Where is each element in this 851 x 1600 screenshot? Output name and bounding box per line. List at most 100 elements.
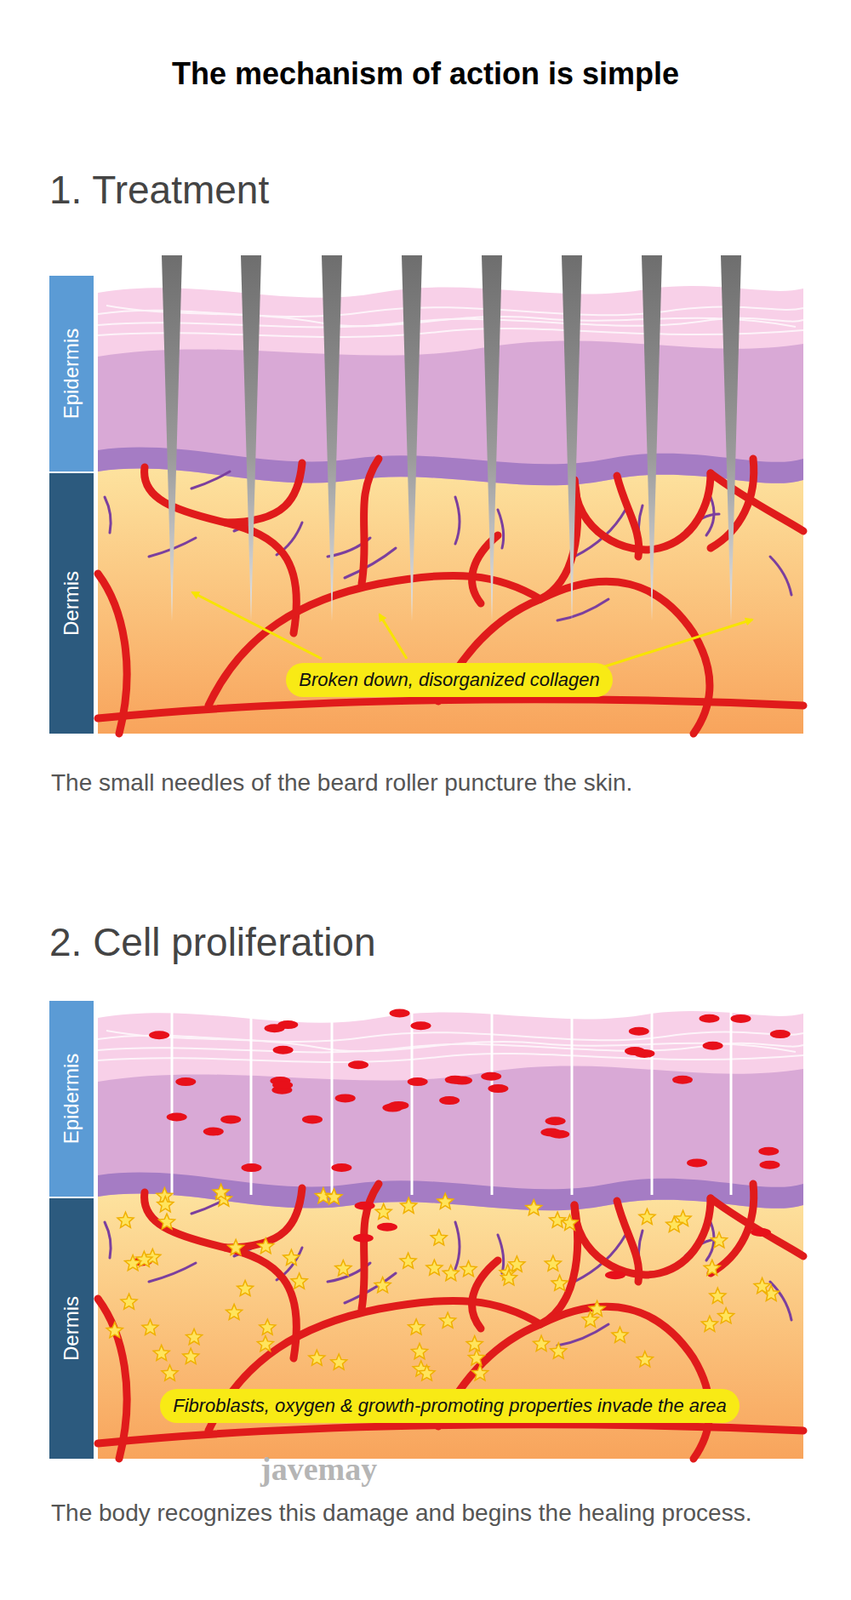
star <box>308 1349 326 1366</box>
layer-band: Dermis <box>49 1198 94 1459</box>
star <box>212 1183 229 1200</box>
star <box>411 1343 429 1360</box>
blood-cell <box>264 1023 286 1033</box>
blood-cell <box>445 1075 466 1085</box>
blood-cell <box>331 1163 352 1172</box>
star <box>257 1336 274 1352</box>
star <box>399 1252 417 1268</box>
star <box>442 1265 459 1281</box>
star <box>666 1216 683 1232</box>
blood-cell <box>545 1116 566 1126</box>
star <box>375 1203 392 1219</box>
blood-cell <box>382 1103 403 1113</box>
blood-cell <box>759 1160 781 1170</box>
blood-cell <box>335 1093 356 1103</box>
star <box>374 1277 391 1293</box>
star <box>439 1312 457 1328</box>
blood-cell <box>376 1222 398 1232</box>
star <box>709 1287 726 1303</box>
star <box>331 1353 348 1370</box>
star <box>283 1249 300 1265</box>
star <box>588 1300 606 1316</box>
star <box>703 1259 720 1275</box>
star <box>701 1315 718 1331</box>
blood-cell <box>353 1233 374 1243</box>
blood-cell <box>758 1147 779 1156</box>
star <box>106 1322 123 1338</box>
star <box>161 1365 178 1381</box>
star <box>408 1319 425 1335</box>
star <box>153 1344 170 1360</box>
node-text: Broken down, disorganized collagen <box>298 668 600 692</box>
section-heading: 2. Cell proliferation <box>49 919 377 966</box>
star <box>325 1188 343 1205</box>
star <box>468 1349 485 1366</box>
star <box>718 1307 735 1324</box>
node-text: Epidermis <box>59 1053 84 1145</box>
blood-cell <box>628 1027 650 1036</box>
star <box>226 1303 243 1320</box>
star <box>549 1211 566 1228</box>
star <box>501 1269 518 1286</box>
blood-cell <box>273 1045 294 1055</box>
star <box>636 1351 653 1367</box>
star <box>237 1280 254 1297</box>
blood-cell <box>731 1014 752 1023</box>
star <box>472 1365 489 1381</box>
layer-band: Dermis <box>49 473 94 734</box>
blood-cells <box>131 1009 791 1280</box>
blood-cell <box>439 1096 460 1105</box>
star <box>157 1196 174 1212</box>
blood-cell <box>672 1075 693 1085</box>
star <box>182 1347 200 1364</box>
blood-cell <box>220 1114 241 1124</box>
star <box>466 1336 483 1352</box>
star <box>508 1256 526 1272</box>
caption-text: The small needles of the beard roller pu… <box>51 769 817 797</box>
node-text: Dermis <box>59 1296 84 1361</box>
star <box>611 1326 629 1343</box>
blood-cell <box>272 1080 293 1090</box>
star <box>551 1274 568 1291</box>
star <box>639 1208 656 1224</box>
star <box>228 1239 245 1255</box>
star <box>426 1259 443 1275</box>
star <box>136 1250 153 1267</box>
node-text: Dermis <box>59 571 84 636</box>
blood-cell <box>686 1158 708 1167</box>
star <box>259 1319 276 1335</box>
star <box>120 1293 138 1309</box>
star <box>525 1199 543 1216</box>
blood-cell <box>166 1113 188 1122</box>
star <box>460 1261 477 1277</box>
star <box>159 1213 176 1229</box>
blood-cell <box>480 1072 502 1081</box>
watermark: javemay <box>260 1450 377 1488</box>
node-text: Epidermis <box>59 328 84 420</box>
blood-cell <box>203 1127 224 1137</box>
section-heading: 1. Treatment <box>49 166 269 213</box>
star <box>418 1365 435 1381</box>
callout-pill: Fibroblasts, oxygen & growth-promoting p… <box>159 1388 740 1423</box>
caption-text: The body recognizes this damage and begi… <box>51 1496 809 1531</box>
star <box>186 1329 203 1345</box>
blood-cell <box>702 1041 724 1051</box>
blood-cell <box>540 1128 561 1137</box>
blood-cell <box>354 1201 376 1211</box>
star <box>561 1214 578 1230</box>
star <box>291 1273 308 1289</box>
node-text: Fibroblasts, oxygen & growth-promoting p… <box>172 1394 727 1417</box>
blood-cell <box>624 1046 646 1056</box>
blood-cell <box>699 1014 720 1023</box>
blood-cell <box>770 1029 791 1039</box>
star <box>430 1229 447 1246</box>
blood-cell <box>411 1021 432 1030</box>
blood-cell <box>750 1227 772 1237</box>
needles <box>161 255 742 622</box>
callout-pill: Broken down, disorganized collagen <box>285 662 613 697</box>
layer-band: Epidermis <box>49 275 94 472</box>
star <box>533 1335 550 1351</box>
blood-cell <box>175 1077 196 1086</box>
blood-cell <box>348 1060 369 1069</box>
blood-cell <box>389 1009 411 1018</box>
